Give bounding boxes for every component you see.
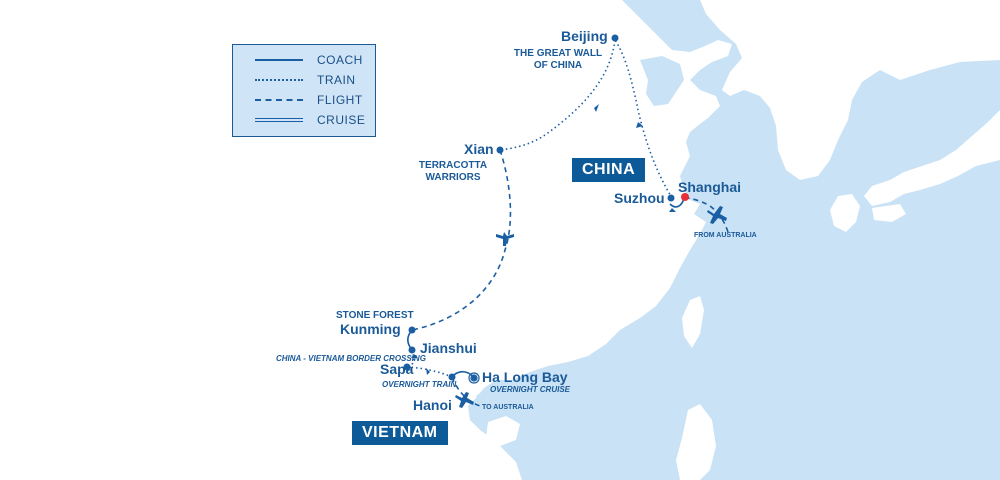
city-label-ha-long-bay: Ha Long Bay bbox=[482, 369, 568, 385]
kunming-marker bbox=[408, 326, 416, 334]
arrow-icon bbox=[594, 104, 599, 112]
city-markers bbox=[403, 34, 675, 381]
map-legend: COACH TRAIN FLIGHT CRUISE bbox=[232, 44, 376, 137]
airplane-icon bbox=[455, 392, 474, 408]
city-label-shanghai: Shanghai bbox=[678, 179, 742, 195]
hainan bbox=[486, 416, 520, 446]
annotation-overnight-train: OVERNIGHT TRAIN bbox=[382, 380, 457, 389]
legend-flight: FLIGHT bbox=[255, 90, 375, 110]
flight-xian-kunming bbox=[411, 149, 512, 331]
halong-marker bbox=[471, 375, 477, 381]
annotation-border-crossing: CHINA - VIETNAM BORDER CROSSING bbox=[276, 354, 426, 363]
cruise-halong bbox=[468, 372, 480, 384]
asia-mainland bbox=[0, 0, 732, 480]
airplane-icons bbox=[455, 206, 727, 408]
korea-manchuria bbox=[700, 0, 1000, 180]
annotation-great-wall: THE GREAT WALL OF CHINA bbox=[506, 48, 610, 72]
sapa-marker bbox=[403, 363, 411, 371]
train-line-icon bbox=[255, 79, 303, 81]
airplane-icon bbox=[707, 206, 727, 224]
country-label-china: CHINA bbox=[572, 158, 646, 182]
hanoi-marker bbox=[448, 373, 456, 381]
flight-line-icon bbox=[255, 99, 303, 101]
legend-train: TRAIN bbox=[255, 70, 375, 90]
taiwan bbox=[682, 296, 704, 348]
annotation-terracotta: TERRACOTTA WARRIORS bbox=[410, 160, 496, 184]
annotation-to-australia: TO AUSTRALIA bbox=[482, 404, 534, 411]
japan-shikoku bbox=[872, 204, 906, 222]
annotation-great-wall-line1: THE GREAT WALL bbox=[513, 48, 603, 59]
city-label-hanoi: Hanoi bbox=[413, 397, 452, 413]
japan-honshu bbox=[864, 110, 1000, 206]
arrow-icon bbox=[426, 368, 430, 375]
annotation-from-australia: FROM AUSTRALIA bbox=[694, 232, 757, 239]
airplane-icon bbox=[496, 232, 514, 246]
country-label-vietnam: VIETNAM bbox=[352, 421, 448, 445]
arrow-icon bbox=[636, 122, 643, 128]
arrow-icon bbox=[411, 354, 418, 358]
gulf-of-tonkin bbox=[476, 382, 506, 414]
xian-marker bbox=[496, 146, 504, 154]
legend-coach-label: COACH bbox=[317, 53, 363, 67]
train-suzhou-beijing bbox=[614, 39, 673, 199]
city-label-beijing: Beijing bbox=[561, 28, 608, 44]
legend-cruise-label: CRUISE bbox=[317, 113, 366, 127]
annotation-overnight-cruise: OVERNIGHT CRUISE bbox=[490, 385, 571, 394]
legend-cruise: CRUISE bbox=[255, 110, 375, 130]
legend-coach: COACH bbox=[255, 50, 375, 70]
shanghai-marker bbox=[681, 193, 689, 201]
annotation-stone-forest: STONE FOREST bbox=[336, 310, 414, 321]
city-label-xian: Xian bbox=[464, 141, 494, 157]
annotation-great-wall-line2: OF CHINA bbox=[533, 60, 583, 71]
jianshui-marker bbox=[408, 346, 416, 354]
city-label-suzhou: Suzhou bbox=[614, 190, 665, 206]
suzhou-marker bbox=[667, 194, 675, 202]
city-label-sapa: Sapa bbox=[380, 361, 414, 377]
arrow-icon bbox=[669, 208, 676, 212]
annotation-terracotta-line1: TERRACOTTA bbox=[418, 160, 488, 171]
legend-train-label: TRAIN bbox=[317, 73, 356, 87]
beijing-marker bbox=[611, 34, 619, 42]
city-label-jianshui: Jianshui bbox=[420, 340, 477, 356]
cruise-line-icon bbox=[255, 118, 303, 122]
legend-flight-label: FLIGHT bbox=[317, 93, 363, 107]
annotation-terracotta-line2: WARRIORS bbox=[425, 172, 481, 183]
japan-kyushu bbox=[830, 194, 860, 232]
direction-arrows bbox=[411, 104, 676, 375]
coach-line-icon bbox=[255, 59, 303, 61]
yellow-sea-gulf bbox=[640, 56, 684, 106]
city-label-kunming: Kunming bbox=[340, 321, 401, 337]
flight-australia-shanghai bbox=[683, 197, 729, 233]
luzon bbox=[676, 404, 716, 480]
